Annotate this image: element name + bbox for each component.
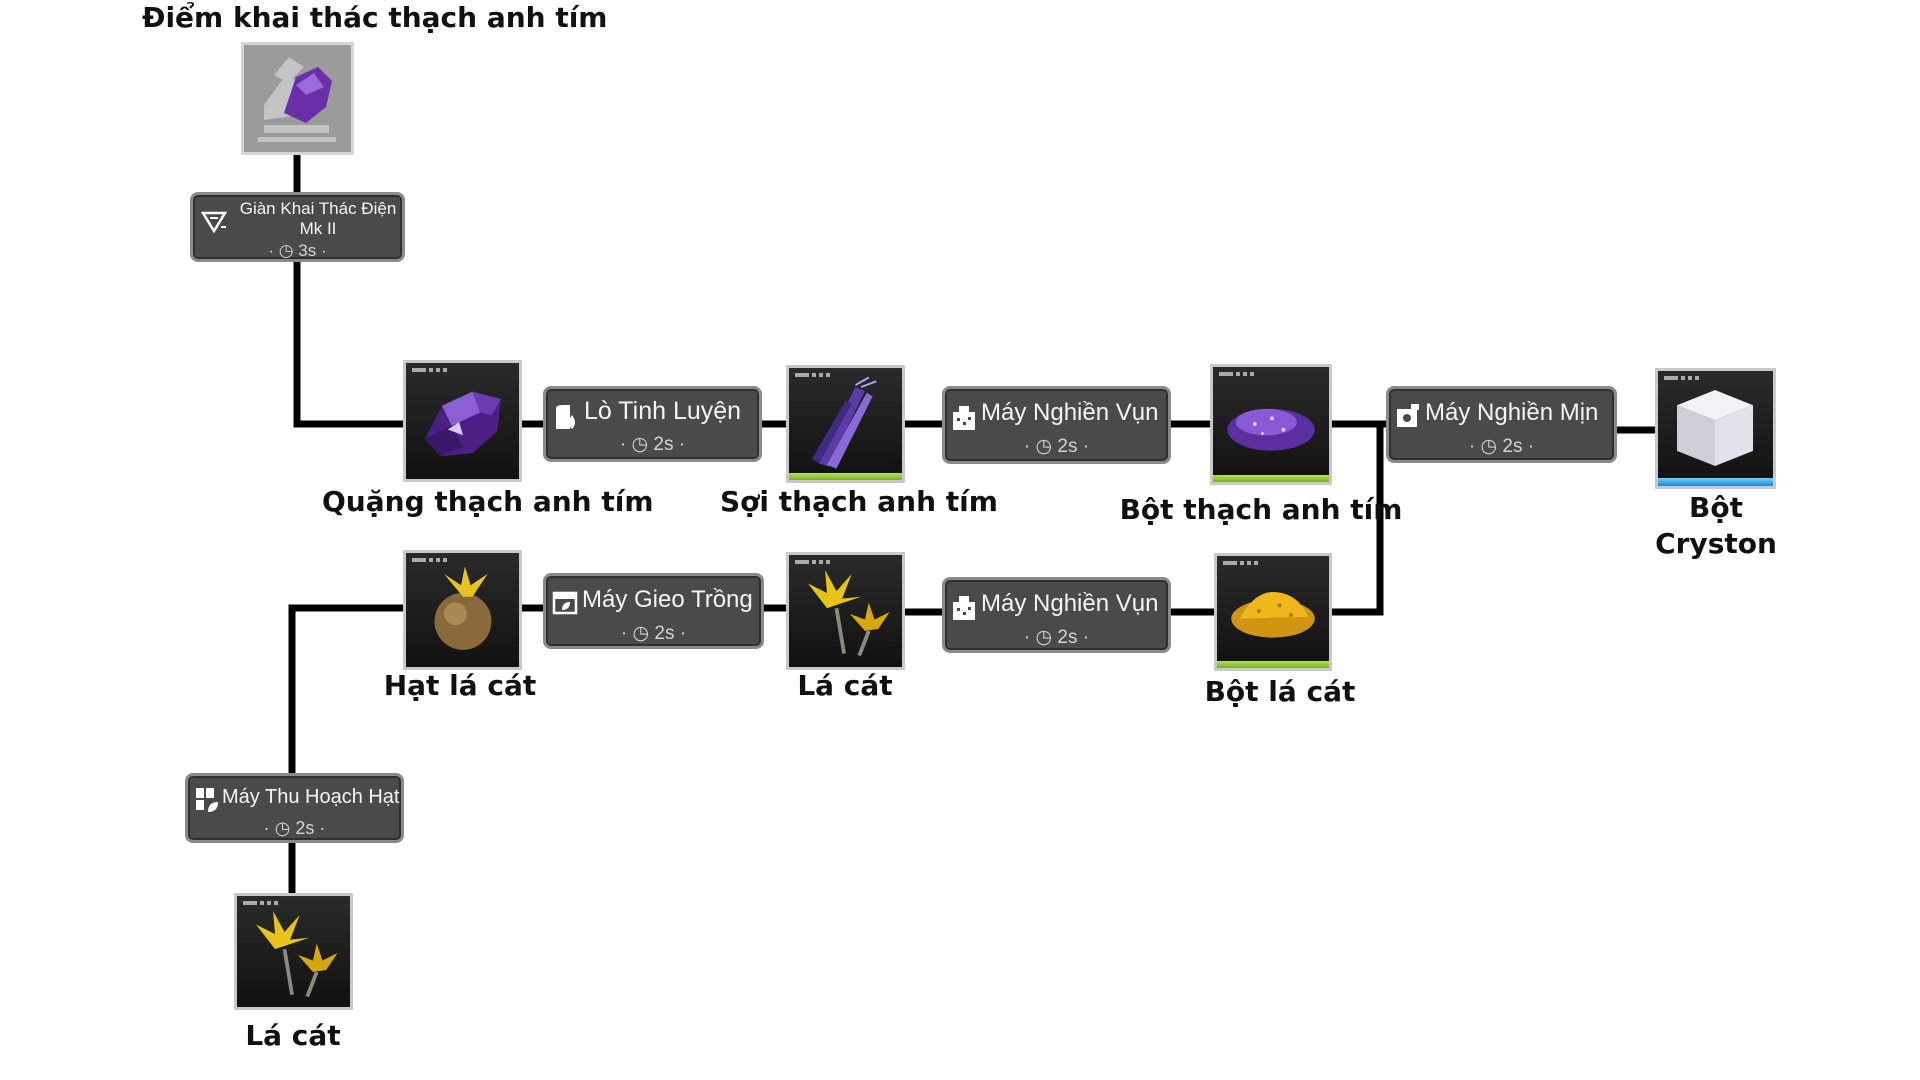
machine-time: · ◷ 2s · — [1468, 436, 1535, 457]
machine-shredder-top[interactable]: Máy Nghiền Vụn · ◷ 2s · — [942, 386, 1171, 464]
sandleaf-powder-icon — [1231, 591, 1315, 638]
grinder-icon — [1397, 404, 1419, 427]
amethyst-fiber-icon — [811, 376, 877, 469]
sandleaf-plant-icon — [808, 570, 890, 657]
machine-planter[interactable]: Máy Gieo Trồng · ◷ 2s · — [543, 573, 764, 649]
amethyst-deposit-icon — [258, 57, 336, 142]
machine-name: Giàn Khai Thác Điện Mk II — [239, 199, 397, 238]
machine-time: · ◷ 2s · — [620, 623, 687, 644]
label-amethyst-powder: Bột thạch anh tím — [1119, 493, 1403, 526]
line-seed-to-harvester — [288, 604, 407, 777]
machine-name: Máy Nghiền Vụn — [981, 590, 1159, 617]
machine-name: Máy Nghiền Mịn — [1425, 399, 1599, 426]
label-cryston-powder: Bột Cryston — [1655, 491, 1777, 561]
machine-refinery[interactable]: Lò Tinh Luyện · ◷ 2s · — [543, 386, 762, 462]
clock-icon: · ◷ — [619, 434, 654, 455]
clock-icon: · ◷ — [263, 818, 296, 838]
rarity-bar — [1213, 475, 1329, 482]
item-sandleaf-mid[interactable] — [786, 552, 905, 670]
machine-grinder[interactable]: Máy Nghiền Mịn · ◷ 2s · — [1386, 386, 1617, 463]
machine-time: · ◷ 2s · — [619, 434, 686, 455]
rarity-bar — [789, 473, 902, 480]
machine-time: · ◷ 3s · — [268, 241, 327, 260]
amethyst-deposit-tile[interactable] — [241, 42, 354, 155]
clock-icon: · ◷ — [1023, 436, 1058, 457]
furnace-icon — [556, 405, 575, 429]
line-powder-merge — [1328, 420, 1384, 616]
cryston-cube-icon — [1677, 390, 1754, 467]
machine-time: · ◷ 2s · — [1023, 436, 1090, 457]
item-amethyst-fiber[interactable] — [786, 365, 905, 483]
item-sandleaf-seed[interactable] — [403, 550, 522, 670]
machine-name: Máy Nghiền Vụn — [981, 399, 1159, 426]
machine-name: Máy Thu Hoạch Hạt — [222, 786, 400, 808]
mining-rig-icon — [201, 211, 227, 234]
item-sandleaf-bottom[interactable] — [234, 893, 353, 1010]
machine-shredder-bottom[interactable]: Máy Nghiền Vụn · ◷ 2s · — [942, 577, 1171, 653]
amethyst-ore-icon — [424, 391, 501, 457]
amethyst-powder-icon — [1227, 408, 1315, 451]
machine-miner[interactable]: Giàn Khai Thác Điện Mk II · ◷ 3s · — [190, 192, 405, 262]
label-sandleaf-powder: Bột lá cát — [1204, 675, 1356, 708]
machine-time: · ◷ 2s · — [1023, 627, 1090, 648]
shredder-icon — [953, 406, 975, 430]
item-amethyst-powder[interactable] — [1210, 364, 1332, 485]
machine-name: Lò Tinh Luyện — [584, 397, 742, 425]
label-sandleaf-bottom: Lá cát — [245, 1019, 341, 1052]
label-amethyst-fiber: Sợi thạch anh tím — [720, 485, 998, 518]
item-amethyst-ore[interactable] — [403, 360, 522, 482]
shredder-icon — [953, 596, 975, 620]
label-amethyst-ore: Quặng thạch anh tím — [322, 485, 654, 518]
line-miner-to-ore — [293, 258, 404, 428]
sandleaf-seed-icon — [434, 566, 492, 650]
label-sandleaf-seed: Hạt lá cát — [383, 669, 537, 702]
clock-icon: · ◷ — [620, 623, 655, 644]
sandleaf-plant-icon — [256, 911, 338, 998]
rarity-bar — [1217, 661, 1329, 668]
clock-icon: · ◷ — [1023, 627, 1058, 648]
machine-time: · ◷ 2s · — [263, 818, 326, 838]
rarity-bar — [1658, 478, 1773, 486]
seed-harvester-icon — [196, 788, 218, 812]
clock-icon: · ◷ — [268, 241, 299, 260]
machine-name: Máy Gieo Trồng — [582, 586, 753, 613]
item-sandleaf-powder[interactable] — [1214, 553, 1332, 671]
clock-icon: · ◷ — [1468, 436, 1503, 457]
planter-icon — [552, 591, 578, 615]
source-label: Điểm khai thác thạch anh tím — [142, 1, 608, 34]
machine-harvester[interactable]: Máy Thu Hoạch Hạt · ◷ 2s · — [185, 773, 404, 843]
item-cryston-powder[interactable] — [1655, 368, 1776, 489]
label-sandleaf-mid: Lá cát — [797, 669, 893, 702]
